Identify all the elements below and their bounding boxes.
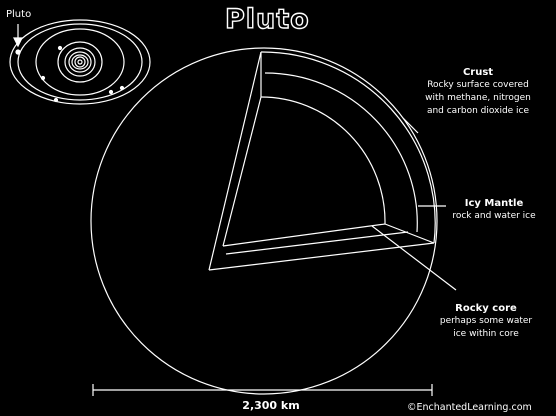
core-desc-line: ice within core bbox=[453, 329, 519, 339]
crust-desc-line: and carbon dioxide ice bbox=[426, 106, 530, 116]
planet-dot bbox=[119, 85, 125, 91]
earth-orbit bbox=[71, 54, 89, 70]
venus-orbit bbox=[74, 56, 86, 68]
crust-desc-line: Rocky surface covered bbox=[427, 80, 529, 90]
mantle-label: Icy Mantle rock and water ice bbox=[438, 197, 550, 223]
crust-cut-line-right bbox=[384, 223, 435, 244]
pluto-orbit bbox=[9, 19, 151, 105]
pluto-dot bbox=[15, 49, 21, 55]
cut-edge-left bbox=[208, 51, 262, 271]
mars-orbit bbox=[68, 51, 92, 73]
cut-edge-bottom bbox=[208, 242, 435, 271]
page-title: Pluto bbox=[224, 3, 310, 35]
orbit-inset bbox=[9, 19, 151, 105]
orbit-inset-label: Pluto bbox=[6, 9, 32, 20]
mantle-inner-arc bbox=[260, 96, 386, 225]
core-desc-line: perhaps some water bbox=[439, 316, 533, 326]
planet-dot bbox=[108, 89, 114, 95]
core-label: Rocky core perhaps some water ice within… bbox=[430, 302, 542, 341]
core-name: Rocky core bbox=[455, 303, 517, 314]
sun-dot bbox=[77, 59, 83, 65]
pluto-cutaway bbox=[90, 47, 438, 395]
planet-dot bbox=[53, 97, 59, 103]
pluto-outer-circle bbox=[90, 47, 438, 395]
saturn-orbit bbox=[57, 41, 103, 83]
scale-label: 2,300 km bbox=[242, 399, 300, 412]
credit-text: ©EnchantedLearning.com bbox=[407, 402, 532, 413]
crust-outer-edge bbox=[260, 51, 436, 244]
crust-inner-arc bbox=[264, 72, 418, 233]
scale-bar bbox=[92, 384, 433, 396]
crust-name: Crust bbox=[462, 67, 494, 78]
crust-desc-line: with methane, nitrogen bbox=[425, 93, 531, 103]
planet-dot bbox=[57, 45, 63, 51]
jupiter-orbit bbox=[64, 47, 96, 77]
cutaway-mask bbox=[209, 51, 436, 270]
core-cut-left bbox=[222, 96, 262, 247]
mantle-desc-line: rock and water ice bbox=[452, 211, 536, 221]
uranus-orbit bbox=[35, 28, 125, 96]
core-cut-bottom bbox=[222, 223, 386, 247]
crust-leader-line bbox=[402, 117, 419, 134]
neptune-orbit bbox=[17, 23, 143, 101]
mantle-band-line bbox=[225, 231, 409, 255]
planet-dot bbox=[40, 75, 46, 81]
core-leader-line bbox=[371, 225, 457, 291]
pluto-pointer-arrowhead bbox=[13, 37, 23, 48]
mantle-name: Icy Mantle bbox=[464, 198, 524, 209]
crust-label: Crust Rocky surface covered with methane… bbox=[412, 66, 544, 118]
